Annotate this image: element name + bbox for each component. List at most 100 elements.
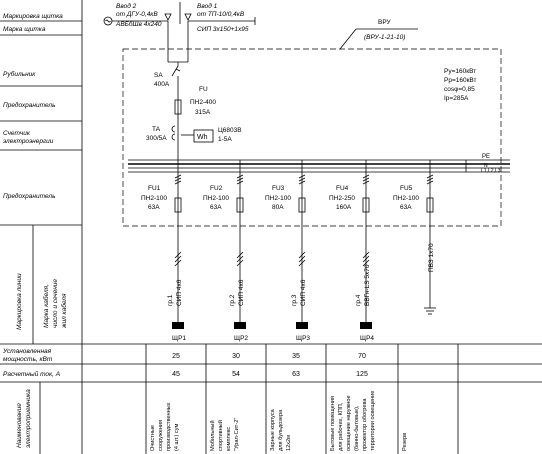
main-fuse-type: ПН2-400 <box>190 99 216 106</box>
feeder-fuse-type: ПН2-100 <box>265 195 291 202</box>
feeder-consumer-name-line: 12х2м <box>286 435 292 451</box>
feeder-current: 45 <box>172 371 180 378</box>
feeder-fuse-rating: 63А <box>400 204 412 211</box>
feeder-consumer-name-line: территории освещение <box>370 391 376 451</box>
ct-label: ТА <box>152 126 161 133</box>
feeder-fuse-label: FU3 <box>272 185 285 192</box>
feeder-current: 125 <box>356 371 368 378</box>
feeder-group: гр.4 <box>355 294 362 306</box>
param-current: Ip=285А <box>444 95 469 102</box>
bus-pe-label: PE <box>482 154 490 160</box>
param-rated-power: Рр=160кВт <box>444 77 477 84</box>
feeder-cable: ПВЗ 1х70 <box>428 243 435 272</box>
vru-label: ВРУ <box>378 19 392 26</box>
meter-row-label-1: Счетчик <box>3 130 31 137</box>
param-installed-power: Ру=160кВт <box>444 68 476 75</box>
feeder-cable: СИП 4х6 <box>238 279 245 306</box>
line-marking-label: Маркировка линии <box>16 273 23 330</box>
installed-power-label-1: Установленная <box>2 348 52 355</box>
feeder-consumer-name-line: комплекс <box>226 427 232 451</box>
feeder-fuse-label: FU4 <box>336 185 349 192</box>
feeder-consumer-name-line: освещение наружное <box>346 395 352 451</box>
input-2-title: Ввод 2 <box>116 2 137 10</box>
feeder-power: 30 <box>232 353 240 360</box>
bus-phases-label: L1,L2,L3 <box>481 168 501 174</box>
param-cos-phi: cosφ=0,85 <box>444 86 475 93</box>
meter-range: 1-5А <box>218 136 232 143</box>
feeder-cable: ВВГн-LS 5х70 <box>364 264 371 306</box>
energy-meter: Wh Ц6803В 1-5А <box>193 127 242 143</box>
feeder-consumer-name-line: (банно-бытовые), <box>354 405 360 451</box>
feeder-fuse-label: FU1 <box>148 185 161 192</box>
feeder-consumer-name-line: прожектор обогрева <box>362 398 368 451</box>
params-block: Ру=160кВт Рр=160кВт cosφ=0,85 Ip=285А <box>444 68 477 102</box>
installed-power-label-2: мощность, кВт <box>3 356 53 363</box>
feeder-power: 70 <box>358 353 366 360</box>
feeder-consumer-name-line: спортивный <box>217 420 224 451</box>
vru-code: (ВРУ-1-21-10) <box>364 34 405 41</box>
feeder-fuse-rating: 80А <box>272 204 284 211</box>
main-fuse-rating: 315А <box>195 109 211 116</box>
input-2-source: от ДГУ-0,4кВ <box>116 11 158 18</box>
consumer-name-label-2: электроприемника <box>25 389 32 448</box>
input-1-title: Ввод 1 <box>197 2 218 10</box>
input-2: Ввод 2 от ДГУ-0,4кВ АВБбШв 4х240 <box>103 2 172 62</box>
feeder-fuse-label: FU5 <box>400 185 413 192</box>
feeder-consumer-name-line: производственных <box>166 402 172 451</box>
feeder-fuse-rating: 63А <box>210 204 222 211</box>
main-fuse-label: FU <box>199 86 208 93</box>
ct-ratio: 300/5А <box>146 135 167 142</box>
bottom-table-grid <box>0 343 542 454</box>
feeder-power: 25 <box>172 353 180 360</box>
shield-marking-label: Маркировка щитка <box>3 13 63 20</box>
input-1-source: от ТП-10/0,4кВ <box>197 11 245 18</box>
meter-model: Ц6803В <box>218 127 242 134</box>
feeder-fuse-type: ПН2-100 <box>203 195 229 202</box>
feeder-fuse-type: ПН2-250 <box>329 195 355 202</box>
feeder-fuse-rating: 160А <box>336 204 352 211</box>
switch-label: SA <box>154 72 163 79</box>
main-switch: SA 400А <box>154 61 188 100</box>
cable-label-1: Марка кабеля, <box>42 284 50 328</box>
feeder-power: 35 <box>292 353 300 360</box>
feeder-panel-label: ЩР3 <box>296 335 310 342</box>
input-2-cable: АВБбШв 4х240 <box>115 20 162 28</box>
feeder-consumer-name-line: Резерв <box>402 433 408 451</box>
feeder-group: гр.1 <box>167 294 174 306</box>
left-label-column <box>0 0 83 454</box>
feeder-consumer-name-line: (4 шт.) сум <box>174 424 180 451</box>
feeder-fuse-rating: 63А <box>148 204 160 211</box>
feeder-consumer-name-line: Зарные корпуса <box>270 408 276 451</box>
input-1: Ввод 1 от ТП-10/0,4кВ СИП 3х150+1х95 <box>179 2 256 62</box>
input-1-cable: СИП 3х150+1х95 <box>197 26 249 33</box>
main-fuse: FU ПН2-400 315А <box>174 86 216 160</box>
feeder-fuse-type: ПН2-100 <box>393 195 419 202</box>
switch-rating: 400А <box>154 81 170 88</box>
fuse-row-label: Предохранитель <box>3 101 56 109</box>
feeder-cable: СИП 4х6 <box>300 279 307 306</box>
meter-row-label-2: электроэнергии <box>3 138 54 145</box>
feeder-consumer-name-line: для рабочих, КПП, <box>338 402 344 451</box>
feeder-consumer-name-line: "Урал-Сит-2" <box>234 418 240 451</box>
cable-label-2: число и сечение <box>52 279 59 328</box>
vru-enclosure <box>122 48 502 227</box>
busbars: PE N L1,L2,L3 <box>128 154 510 174</box>
feeder-consumer-name-line: Мобильный <box>209 420 216 451</box>
feeder-panel-label: ЩР4 <box>360 335 374 342</box>
feeder-consumer-name-line: Очистные <box>150 425 156 451</box>
feeder-panel-label: ЩР1 <box>172 335 186 342</box>
fuse2-row-label: Предохранитель <box>3 192 56 200</box>
bus-n-label: N <box>484 163 488 169</box>
feeder-group: гр.3 <box>291 294 298 306</box>
feeder-cable: СИП 4х6 <box>176 279 183 306</box>
consumer-name-label-1: Наименование <box>16 403 23 448</box>
feeder-group: гр.2 <box>229 294 236 306</box>
rated-current-label: Расчетный ток, А <box>3 370 60 378</box>
feeder-consumer-name-line: Бытовые помещения <box>330 396 336 451</box>
meter-symbol: Wh <box>197 134 208 141</box>
